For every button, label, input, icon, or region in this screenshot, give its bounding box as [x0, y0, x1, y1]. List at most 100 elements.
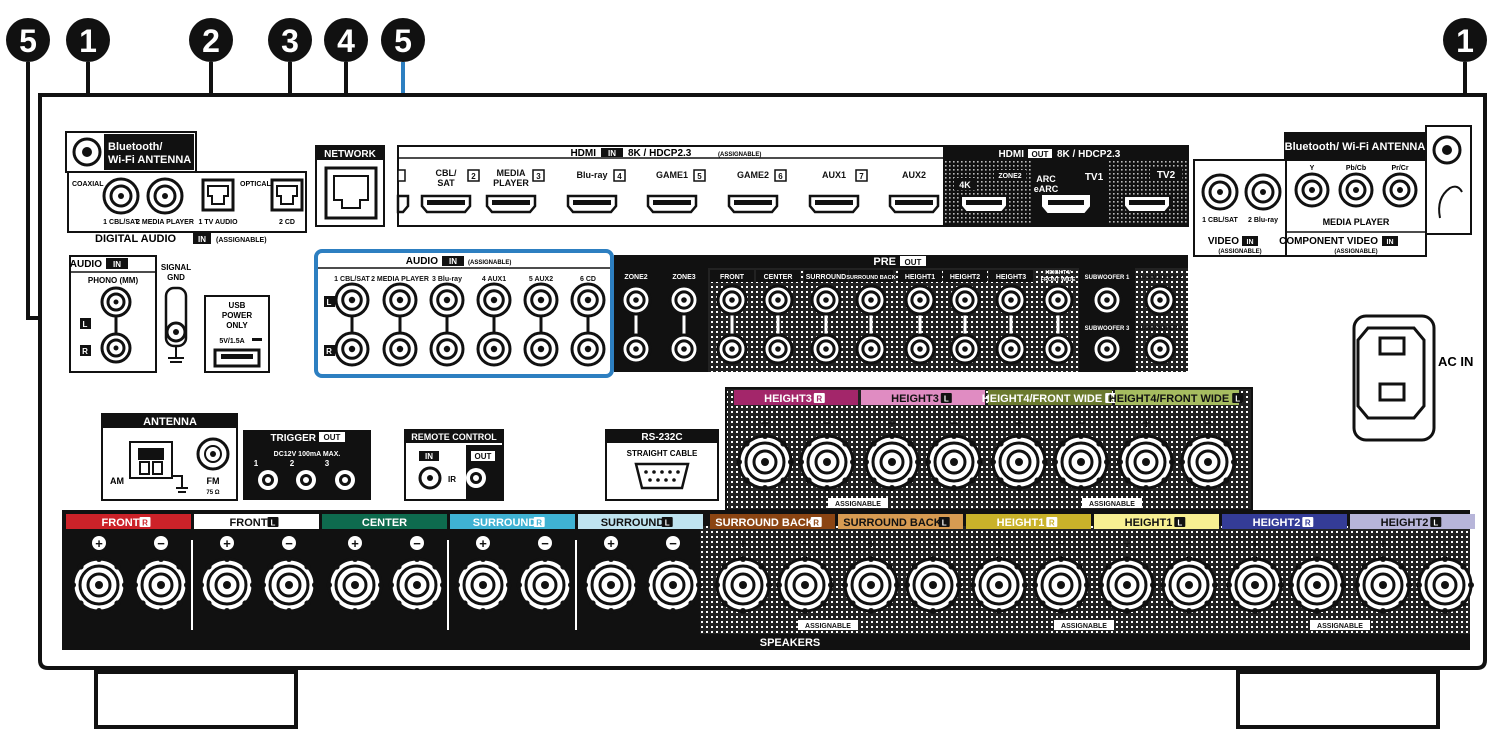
audio-in-jack-r-3[interactable] — [429, 331, 465, 367]
pre-out-jack-a-8[interactable] — [949, 284, 981, 316]
component-jack-pr[interactable] — [1382, 172, 1418, 208]
speaker-terminal-pos-2[interactable] — [198, 556, 256, 614]
upper-terminal-neg-4[interactable] — [1179, 433, 1237, 491]
audio-in-jack-l-2[interactable] — [382, 282, 418, 318]
speaker-terminal-neg-10[interactable] — [1288, 556, 1346, 614]
pre-out-jack-b-3[interactable] — [716, 333, 748, 365]
component-jack-y[interactable] — [1294, 172, 1330, 208]
hdmi-in-port-4[interactable] — [646, 194, 698, 214]
ac-inlet[interactable] — [1356, 326, 1426, 420]
pre-out-jack-b-7[interactable] — [904, 333, 936, 365]
trigger-jack-2[interactable] — [296, 470, 316, 490]
audio-in-jack-r-1[interactable] — [334, 331, 370, 367]
pre-out-jack-b-5[interactable] — [810, 333, 842, 365]
speaker-terminal-neg-2[interactable] — [260, 556, 318, 614]
hdmi-in-port-6[interactable] — [808, 194, 860, 214]
pre-out-jack-b-1[interactable] — [620, 333, 652, 365]
speaker-terminal-pos-7[interactable] — [842, 556, 900, 614]
rs232c-port[interactable] — [634, 462, 690, 490]
coaxial-jack-2[interactable] — [146, 177, 184, 215]
speaker-terminal-neg-5[interactable] — [644, 556, 702, 614]
upper-terminal-pos-3[interactable] — [990, 433, 1048, 491]
speaker-terminal-pos-1[interactable] — [70, 556, 128, 614]
upper-terminal-neg-3[interactable] — [1052, 433, 1110, 491]
hdmi-in-port-0[interactable] — [396, 194, 410, 214]
audio-in-jack-r-2[interactable] — [382, 331, 418, 367]
speaker-terminal-neg-1[interactable] — [132, 556, 190, 614]
speaker-terminal-neg-11[interactable] — [1416, 556, 1474, 614]
audio-in-jack-r-4[interactable] — [476, 331, 512, 367]
audio-in-jack-l-3[interactable] — [429, 282, 465, 318]
speaker-terminal-neg-7[interactable] — [904, 556, 962, 614]
pre-out-jack-a-2[interactable] — [668, 284, 700, 316]
optical-jack-1[interactable] — [201, 178, 235, 212]
speaker-terminal-pos-4[interactable] — [454, 556, 512, 614]
remote-out-jack[interactable] — [466, 468, 486, 488]
audio-in-jack-l-4[interactable] — [476, 282, 512, 318]
am-antenna-terminal[interactable] — [129, 441, 188, 493]
speaker-terminal-neg-8[interactable] — [1032, 556, 1090, 614]
speaker-terminal-neg-6[interactable] — [776, 556, 834, 614]
video-jack-1[interactable] — [1201, 173, 1239, 211]
pre-out-jack-b-8[interactable] — [949, 333, 981, 365]
subwoofer-4-jack[interactable] — [1144, 333, 1176, 365]
upper-terminal-pos-1[interactable] — [736, 433, 794, 491]
speaker-terminal-pos-8[interactable] — [970, 556, 1028, 614]
pre-out-jack-a-9[interactable] — [995, 284, 1027, 316]
pre-out-jack-b-10[interactable] — [1042, 333, 1074, 365]
phono-jack-r[interactable] — [100, 332, 132, 364]
trigger-jack-1[interactable] — [258, 470, 278, 490]
subwoofer-2-jack[interactable] — [1144, 284, 1176, 316]
component-jack-pb[interactable] — [1338, 172, 1374, 208]
speaker-terminal-pos-5[interactable] — [582, 556, 640, 614]
upper-terminal-pos-4[interactable] — [1117, 433, 1175, 491]
coaxial-jack-1[interactable] — [102, 177, 140, 215]
hdmi-in-port-5[interactable] — [727, 194, 779, 214]
video-jack-2[interactable] — [1244, 173, 1282, 211]
pre-out-jack-b-9[interactable] — [995, 333, 1027, 365]
hdmi-out-port-tv2[interactable] — [1123, 195, 1171, 213]
speaker-terminal-neg-4[interactable] — [516, 556, 574, 614]
hdmi-in-port-1[interactable] — [420, 194, 472, 214]
speaker-terminal-pos-6[interactable] — [714, 556, 772, 614]
optical-jack-2[interactable] — [270, 178, 304, 212]
upper-terminal-neg-2[interactable] — [925, 433, 983, 491]
speaker-terminal-pos-10[interactable] — [1226, 556, 1284, 614]
audio-in-jack-r-6[interactable] — [570, 331, 606, 367]
pre-out-jack-a-10[interactable] — [1042, 284, 1074, 316]
audio-in-jack-r-5[interactable] — [523, 331, 559, 367]
speaker-terminal-pos-11[interactable] — [1354, 556, 1412, 614]
signal-gnd-terminal[interactable] — [164, 286, 188, 363]
network-jack[interactable] — [324, 166, 378, 220]
pre-out-jack-a-3[interactable] — [716, 284, 748, 316]
hdmi-in-port-7[interactable] — [888, 194, 940, 214]
speaker-terminal-pos-9[interactable] — [1098, 556, 1156, 614]
pre-out-jack-a-6[interactable] — [855, 284, 887, 316]
hdmi-in-port-2[interactable] — [485, 194, 537, 214]
hdmi-out-port-zone2[interactable] — [960, 195, 1008, 213]
speaker-terminal-neg-9[interactable] — [1160, 556, 1218, 614]
subwoofer-3-jack[interactable] — [1091, 333, 1123, 365]
pre-out-jack-a-7[interactable] — [904, 284, 936, 316]
subwoofer-1-jack[interactable] — [1091, 284, 1123, 316]
pre-out-jack-b-4[interactable] — [762, 333, 794, 365]
pre-out-jack-b-2[interactable] — [668, 333, 700, 365]
hdmi-out-port-tv1[interactable] — [1042, 195, 1090, 213]
remote-in-jack[interactable] — [418, 466, 442, 490]
upper-terminal-pos-2[interactable] — [863, 433, 921, 491]
pre-out-jack-b-6[interactable] — [855, 333, 887, 365]
trigger-jack-3[interactable] — [335, 470, 355, 490]
phono-jack-l[interactable] — [100, 286, 132, 318]
pre-out-jack-a-5[interactable] — [810, 284, 842, 316]
fm-antenna-jack[interactable] — [196, 437, 230, 471]
upper-terminal-neg-1[interactable] — [798, 433, 856, 491]
audio-in-jack-l-6[interactable] — [570, 282, 606, 318]
audio-in-jack-l-1[interactable] — [334, 282, 370, 318]
speaker-terminal-pos-3[interactable] — [326, 556, 384, 614]
pre-out-jack-a-1[interactable] — [620, 284, 652, 316]
speaker-terminal-neg-3[interactable] — [388, 556, 446, 614]
audio-in-jack-l-5[interactable] — [523, 282, 559, 318]
hdmi-in-port-3[interactable] — [566, 194, 618, 214]
usb-port[interactable] — [213, 348, 261, 368]
pre-out-jack-a-4[interactable] — [762, 284, 794, 316]
